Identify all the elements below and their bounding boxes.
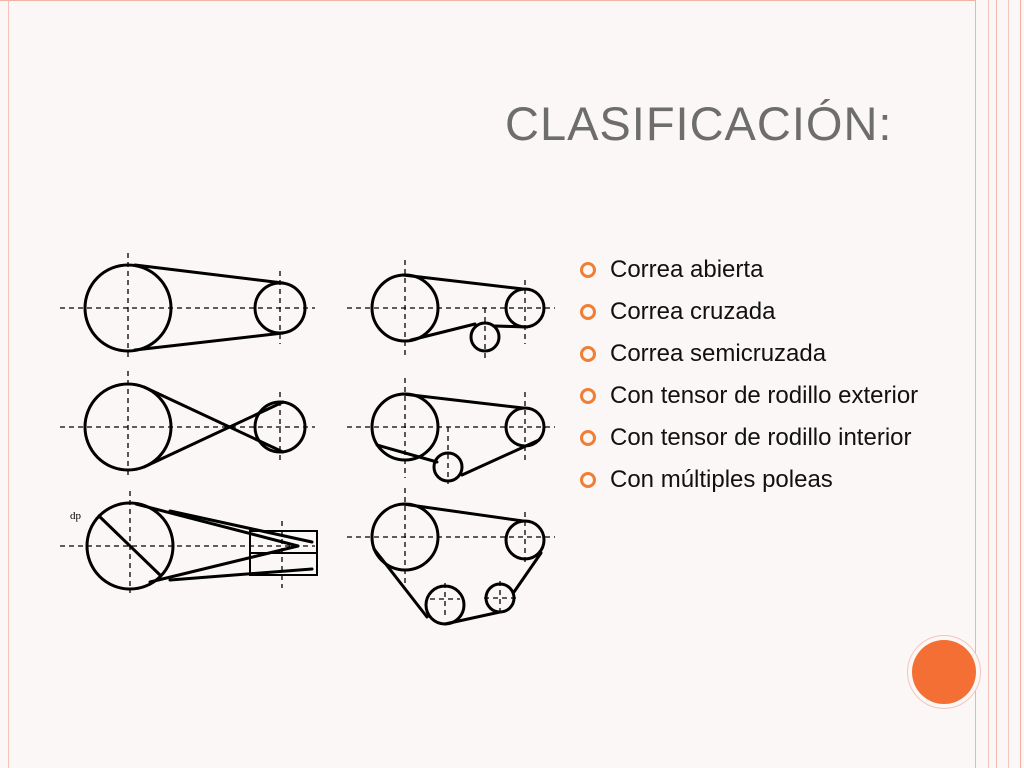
slide-border-left: [8, 0, 9, 768]
list-item: Con tensor de rodillo exterior: [580, 378, 930, 414]
list-item: Correa cruzada: [580, 294, 930, 330]
ring-bullet-icon: [580, 388, 596, 404]
list-item-label: Correa abierta: [610, 256, 764, 283]
list-item-label: Con tensor de rodillo interior: [610, 424, 912, 451]
slide-right-stripes: [980, 0, 1024, 768]
ring-bullet-icon: [580, 262, 596, 278]
list-item-label: Correa semicruzada: [610, 340, 827, 367]
belt-classification-diagram: .belt { fill: none; stroke: #000; stroke…: [55, 246, 565, 636]
list-item-label: Correa cruzada: [610, 298, 776, 325]
crossed-belt-drawing: [60, 371, 315, 476]
decorative-orange-circle: [912, 640, 976, 704]
list-item-label: Con múltiples poleas: [610, 466, 833, 493]
list-item: Con tensor de rodillo interior: [580, 420, 930, 456]
inner-tensioner-drawing: [347, 378, 555, 484]
slide-border-right: [975, 0, 976, 768]
outer-tensioner-drawing: [347, 260, 555, 358]
semi-crossed-belt-drawing: dp: [60, 491, 318, 593]
ring-bullet-icon: [580, 346, 596, 362]
multiple-pulleys-drawing: [347, 488, 555, 626]
list-item: Correa semicruzada: [580, 336, 930, 372]
list-item: Con múltiples poleas: [580, 462, 930, 498]
slide-title: Clasificación:: [505, 97, 893, 150]
list-item: Correa abierta: [580, 252, 930, 288]
diameter-label: dp: [70, 510, 82, 522]
belt-drawings-svg: .belt { fill: none; stroke: #000; stroke…: [60, 253, 555, 626]
ring-bullet-icon: [580, 304, 596, 320]
classification-list: Correa abierta Correa cruzada Correa sem…: [580, 252, 930, 504]
ring-bullet-icon: [580, 472, 596, 488]
slide-border-top: [0, 0, 976, 1]
ring-bullet-icon: [580, 430, 596, 446]
open-belt-drawing: [60, 253, 315, 358]
list-item-label: Con tensor de rodillo exterior: [610, 382, 919, 409]
